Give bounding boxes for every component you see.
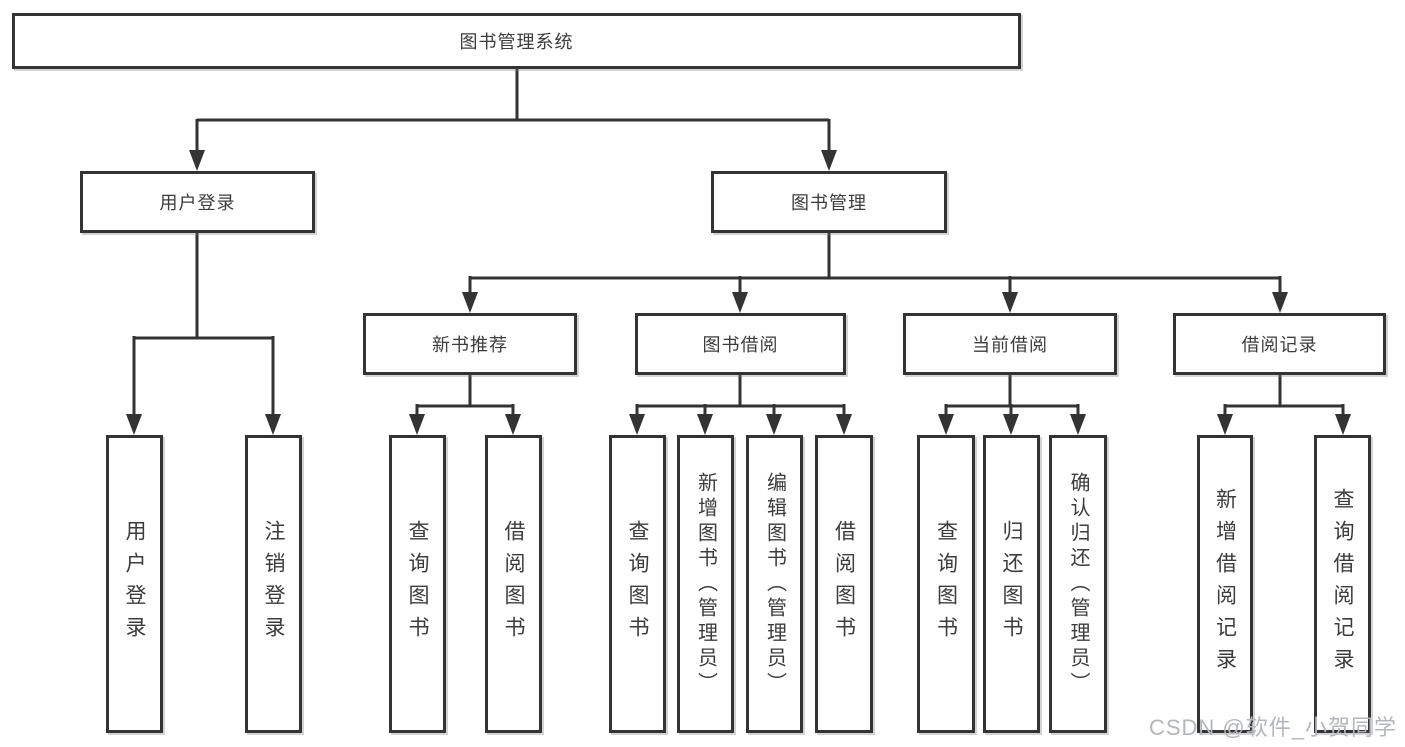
leaf-query-borrow-record: 查询借阅记录 — [1314, 435, 1371, 733]
leaf-label: 确认归还（管理员） — [1067, 471, 1089, 697]
node-library-management-system: 图书管理系统 — [12, 13, 1021, 69]
leaf-query-books-1: 查询图书 — [389, 435, 446, 733]
node-user-login: 用户登录 — [80, 171, 315, 233]
node-label: 图书管理 — [791, 193, 867, 213]
leaf-edit-book-admin: 编辑图书（管理员） — [746, 435, 803, 733]
leaf-label: 查询借阅记录 — [1331, 488, 1354, 680]
node-label: 新书推荐 — [432, 335, 508, 355]
node-label: 图书借阅 — [702, 335, 779, 355]
leaf-borrow-books-1: 借阅图书 — [485, 435, 542, 733]
leaf-user-login: 用户登录 — [106, 435, 163, 733]
leaf-confirm-return-admin: 确认归还（管理员） — [1049, 435, 1107, 733]
watermark-text: CSDN @软件_小贺同学 — [1148, 715, 1397, 740]
leaf-label: 查询图书 — [626, 520, 649, 648]
node-label: 当前借阅 — [972, 335, 1048, 355]
leaf-label: 新增图书（管理员） — [694, 471, 717, 697]
node-book-borrowing: 图书借阅 — [635, 313, 846, 375]
leaf-label: 借阅图书 — [832, 520, 856, 648]
leaf-return-books: 归还图书 — [983, 435, 1040, 733]
leaf-query-books-3: 查询图书 — [917, 435, 975, 733]
node-current-borrowing: 当前借阅 — [903, 313, 1117, 375]
leaf-borrow-books-2: 借阅图书 — [815, 435, 873, 733]
node-book-management: 图书管理 — [711, 171, 947, 233]
leaf-label: 新增借阅记录 — [1213, 488, 1237, 680]
leaf-label: 注销登录 — [262, 520, 285, 648]
node-label: 用户登录 — [159, 193, 236, 213]
node-label: 借阅记录 — [1241, 335, 1318, 355]
node-borrowing-records: 借阅记录 — [1173, 313, 1386, 375]
leaf-label: 查询图书 — [934, 520, 958, 648]
leaf-label: 用户登录 — [123, 520, 146, 648]
leaf-label: 查询图书 — [406, 520, 429, 648]
node-label: 图书管理系统 — [459, 32, 574, 52]
node-new-book-recommendation: 新书推荐 — [363, 313, 577, 375]
leaf-label: 归还图书 — [1000, 520, 1023, 648]
leaf-label: 编辑图书（管理员） — [763, 471, 786, 697]
leaf-add-book-admin: 新增图书（管理员） — [677, 435, 734, 733]
leaf-query-books-2: 查询图书 — [609, 435, 666, 733]
leaf-label: 借阅图书 — [502, 520, 525, 648]
leaf-add-borrow-record: 新增借阅记录 — [1197, 435, 1253, 733]
leaf-logout: 注销登录 — [245, 435, 302, 733]
